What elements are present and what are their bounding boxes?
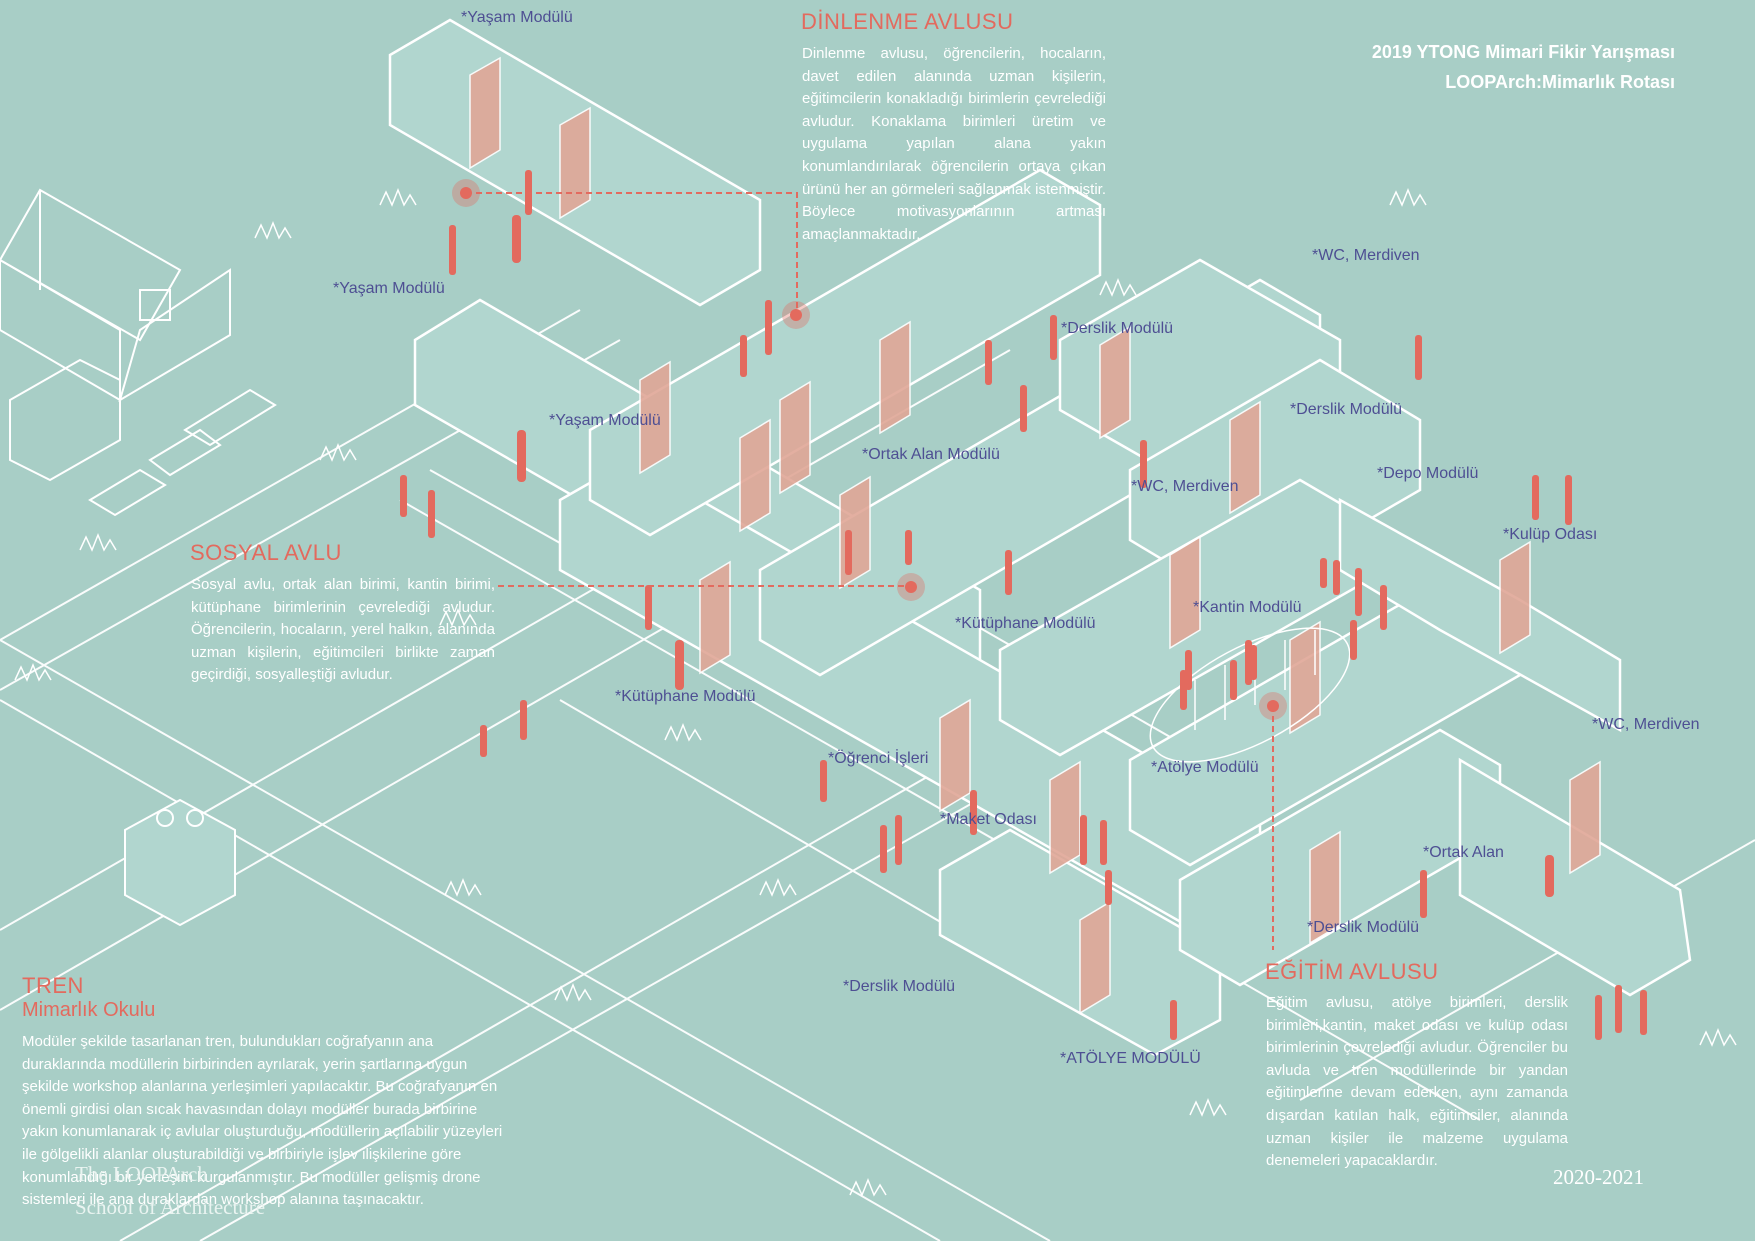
module-label-yasam-2: *Yaşam Modülü xyxy=(333,280,445,297)
school-subtitle: School of Architecture xyxy=(75,1195,266,1219)
module-label-depo: *Depo Modülü xyxy=(1377,465,1479,482)
school-name: The LOOPArch xyxy=(75,1162,208,1186)
module-label-derslik-3: *Derslik Modülü xyxy=(1307,919,1420,936)
module-label-atolye-modulu: *ATÖLYE MODÜLÜ xyxy=(1060,1050,1201,1067)
module-label-kutuphane-1: *Kütüphane Modülü xyxy=(955,615,1096,632)
module-label-derslik-2: *Derslik Modülü xyxy=(1290,401,1403,418)
academic-years: 2020-2021 xyxy=(1553,1165,1644,1189)
module-label-maket-odasi: *Maket Odası xyxy=(940,811,1037,828)
dinlenme-avlusu-text: Dinlenme avlusu, öğrencilerin, hocaların… xyxy=(802,45,1106,243)
dashed-leaders xyxy=(466,192,1274,950)
module-label-yasam-1: *Yaşam Modülü xyxy=(461,9,573,26)
dinlenme-avlusu-title: DİNLENME AVLUSU xyxy=(801,9,1014,34)
module-label-ortak-alan-modulu: *Ortak Alan Modülü xyxy=(862,446,1000,463)
module-label-ogrenci-isleri: *Öğrenci İşleri xyxy=(828,750,929,767)
module-label-atolye: *Atölye Modülü xyxy=(1151,759,1259,776)
module-label-yasam-3: *Yaşam Modülü xyxy=(549,412,661,429)
module-bands xyxy=(469,56,1601,1015)
left-building xyxy=(0,188,277,517)
tren-title: TREN xyxy=(22,973,84,998)
module-label-kantin: *Kantin Modülü xyxy=(1193,599,1302,616)
sosyal-avlu-title: SOSYAL AVLU xyxy=(190,540,342,565)
module-label-derslik-1: *Derslik Modülü xyxy=(1061,320,1174,337)
competition-title: 2019 YTONG Mimari Fikir Yarışması LOOPAr… xyxy=(1372,37,1675,97)
tren-text: Modüler şekilde tasarlanan tren, bulundu… xyxy=(22,1033,503,1209)
grass-tufts xyxy=(14,187,1737,1197)
egitim-avlusu-text: Eğitim avlusu, atölye birimleri, derslik… xyxy=(1266,994,1568,1170)
module-label-kutuphane-2: *Kütüphane Modülü xyxy=(615,688,756,705)
module-label-wc-merdiven-2: *WC, Merdiven xyxy=(1131,478,1239,495)
module-label-derslik-4: *Derslik Modülü xyxy=(843,978,956,995)
module-label-wc-merdiven-1: *WC, Merdiven xyxy=(1312,247,1420,264)
competition-title-line1: 2019 YTONG Mimari Fikir Yarışması xyxy=(1371,42,1675,62)
module-label-kulup-odasi: *Kulüp Odası xyxy=(1503,526,1598,543)
focus-markers xyxy=(452,179,1287,720)
competition-title-line2: LOOPArch:Mimarlık Rotası xyxy=(1445,72,1675,92)
sosyal-avlu-text: Sosyal avlu, ortak alan birimi, kantin b… xyxy=(191,576,495,684)
module-label-ortak-alan: *Ortak Alan xyxy=(1423,844,1504,861)
egitim-avlusu-title: EĞİTİM AVLUSU xyxy=(1265,959,1439,984)
drone-box xyxy=(124,798,236,927)
people xyxy=(400,170,1647,1040)
tren-subtitle: Mimarlık Okulu xyxy=(22,999,156,1021)
module-label-wc-merdiven-3: *WC, Merdiven xyxy=(1592,716,1700,733)
